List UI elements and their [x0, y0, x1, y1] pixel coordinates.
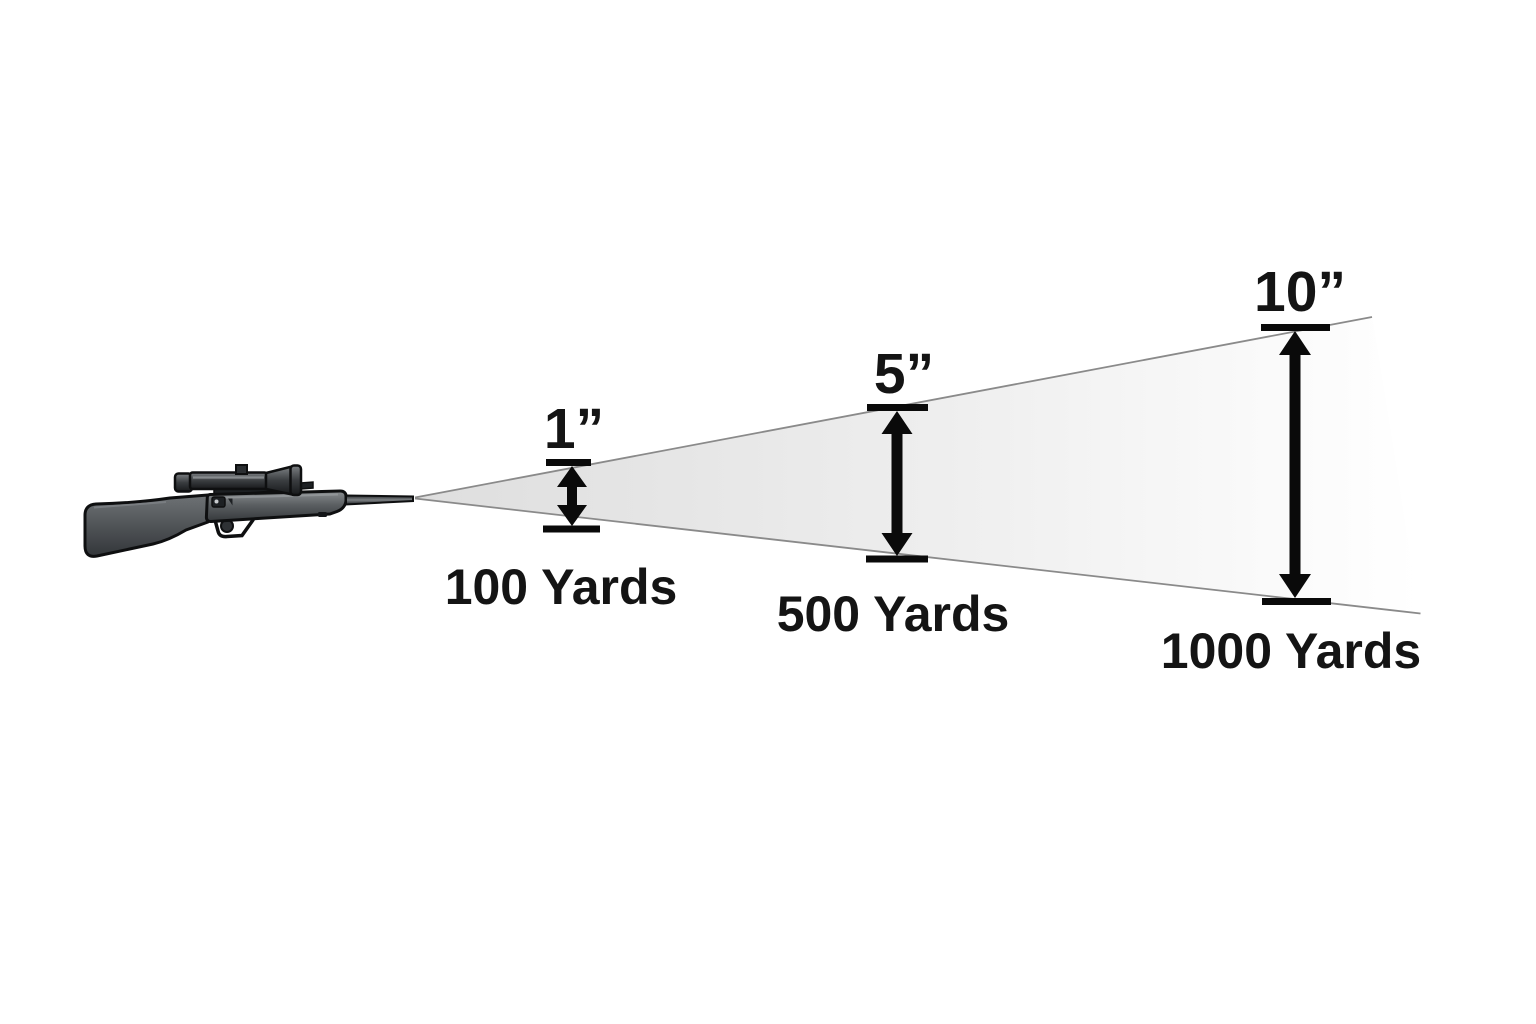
distance-label-1000: 1000 Yards: [1161, 623, 1421, 679]
scope-turret: [235, 464, 248, 475]
rifle-stock: [83, 493, 210, 558]
scope-objective-cap: [289, 464, 303, 497]
rifle-receiver-highlight: [211, 493, 339, 499]
rifle-trigger-guard: [213, 518, 255, 539]
rifle-receiver: [204, 489, 348, 524]
distance-label-500: 500 Yards: [777, 586, 1010, 642]
rifle-bolt-dot: [214, 499, 219, 504]
cone-fill: [415, 317, 1420, 613]
double-arrow-100: [557, 466, 587, 526]
rifle-bolt-tab: [228, 498, 233, 506]
rifle-barrel: [345, 494, 414, 506]
rifle-stock-highlight: [93, 501, 167, 509]
rifle-sling-stud: [318, 512, 327, 517]
scope-objective-bell: [264, 464, 294, 497]
size-label-1000: 10”: [1254, 260, 1346, 324]
measurement-100-yards: 1” 100 Yards: [445, 397, 678, 615]
rifle-bolt-detail: [211, 496, 226, 508]
measurement-1000-yards: 10” 1000 Yards: [1161, 260, 1421, 679]
distance-label-100: 100 Yards: [445, 559, 678, 615]
double-arrow-1000: [1279, 331, 1311, 598]
scope-tube: [188, 471, 269, 491]
size-label-500: 5”: [874, 342, 934, 406]
rifle-illustration: [83, 464, 414, 558]
size-label-100: 1”: [544, 397, 604, 461]
double-arrow-500: [881, 411, 913, 556]
measurement-500-yards: 5” 500 Yards: [777, 342, 1010, 642]
